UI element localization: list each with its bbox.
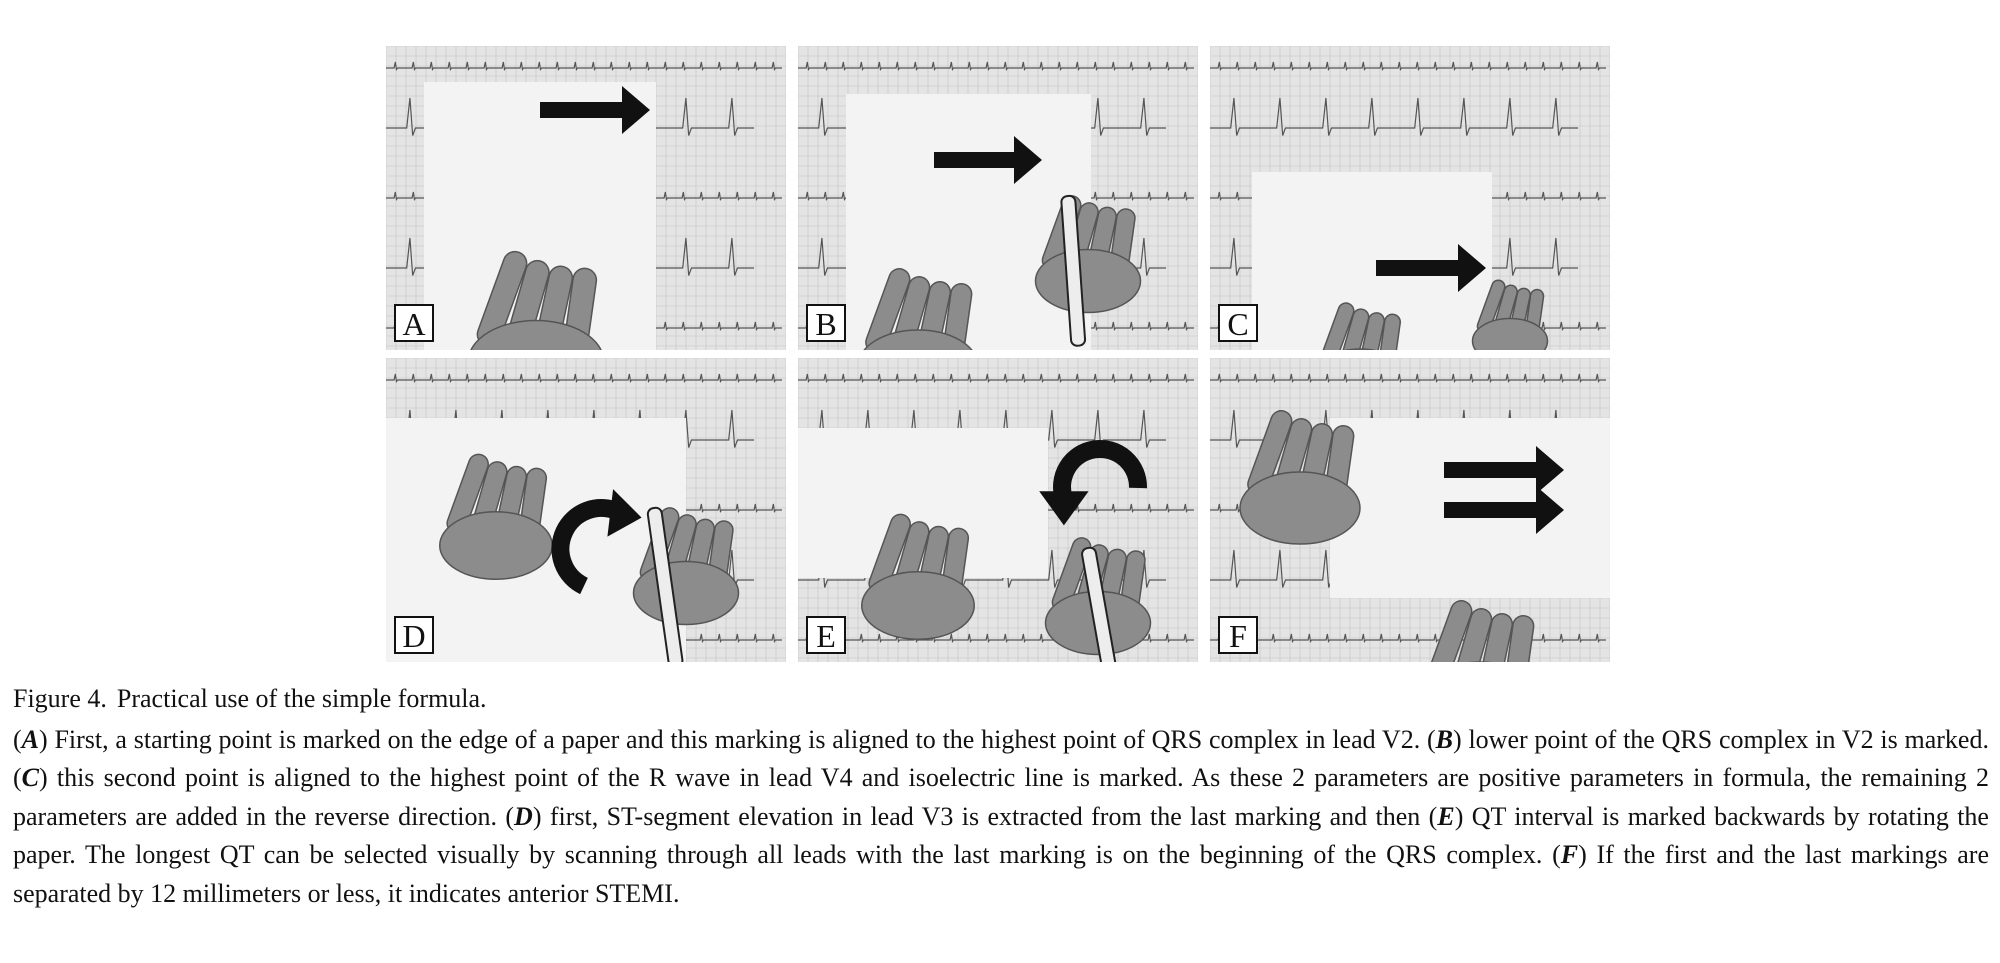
caption-text-b: lower point of the QRS complex in V2 is … (1468, 724, 1989, 754)
caption-ref-a: A (21, 724, 40, 754)
counterclockwise-arrow-icon (1039, 439, 1148, 526)
figure-panel-f: F (1210, 358, 1610, 662)
panel-b-photo (798, 46, 1198, 350)
figure-panel-c: C (1210, 46, 1610, 350)
caption-text-f: If the first and the last markings are s… (13, 840, 1990, 908)
figure-caption: Figure 4. Practical use of the simple for… (13, 680, 1989, 913)
hand-shape (470, 250, 602, 350)
caption-ref-c: C (21, 763, 40, 792)
double-arrow-top-icon (1444, 446, 1564, 494)
hand-shape (1320, 302, 1401, 350)
panel-a-photo (386, 46, 786, 350)
caption-ref-e: E (1437, 801, 1455, 831)
caption-ref-f: F (1560, 840, 1579, 869)
hand-shape (863, 268, 973, 350)
figure-title: Practical use of the simple formula. (116, 684, 487, 713)
panel-c-photo (1210, 46, 1610, 350)
figure-panel-a: A (386, 46, 786, 350)
right-arrow-icon (934, 136, 1042, 184)
panel-e-label: E (806, 616, 846, 654)
white-paper-sheet (424, 82, 656, 350)
figure-panel-e: E (798, 358, 1198, 662)
caption-text-d: first, ST-segment elevation in lead V3 i… (549, 801, 1421, 831)
caption-title-line: Figure 4. Practical use of the simple for… (13, 680, 1989, 719)
hand-shape (632, 507, 740, 626)
right-arrow-icon (1376, 244, 1486, 292)
figure-number: Figure 4. (13, 684, 107, 713)
caption-ref-b: B (1435, 724, 1453, 754)
caption-text-e: QT interval is marked backwards by rotat… (13, 801, 1989, 870)
panel-f-label: F (1218, 616, 1258, 654)
panel-f-photo (1210, 358, 1610, 662)
double-arrow-bottom-icon (1444, 486, 1564, 534)
hand-shape (1239, 410, 1361, 545)
panel-c-label: C (1218, 304, 1258, 342)
hand-shape (1427, 600, 1535, 662)
hand-shape (861, 513, 975, 640)
panel-b-label: B (806, 304, 846, 342)
hand-shape (1034, 195, 1142, 314)
caption-text-c: this second point is aligned to the high… (13, 763, 1989, 831)
caption-body: (A) First, a starting point is marked on… (13, 724, 1990, 908)
panel-d-label: D (394, 616, 434, 654)
pen-shape (1060, 194, 1087, 347)
caption-text-a: First, a starting point is marked on the… (54, 724, 1421, 754)
panel-e-photo (798, 358, 1198, 662)
figure-grid: A B C D E F (386, 46, 1612, 666)
figure-panel-b: B (798, 46, 1198, 350)
right-arrow-icon (540, 86, 650, 134)
pen-shape (1081, 546, 1120, 662)
hand-shape (1471, 279, 1549, 350)
figure-panel-d: D (386, 358, 786, 662)
pen-shape (646, 506, 684, 662)
clockwise-arrow-icon (551, 489, 642, 595)
panel-a-label: A (394, 304, 434, 342)
hand-shape (439, 453, 553, 580)
caption-ref-d: D (514, 801, 533, 831)
panel-d-photo (386, 358, 786, 662)
